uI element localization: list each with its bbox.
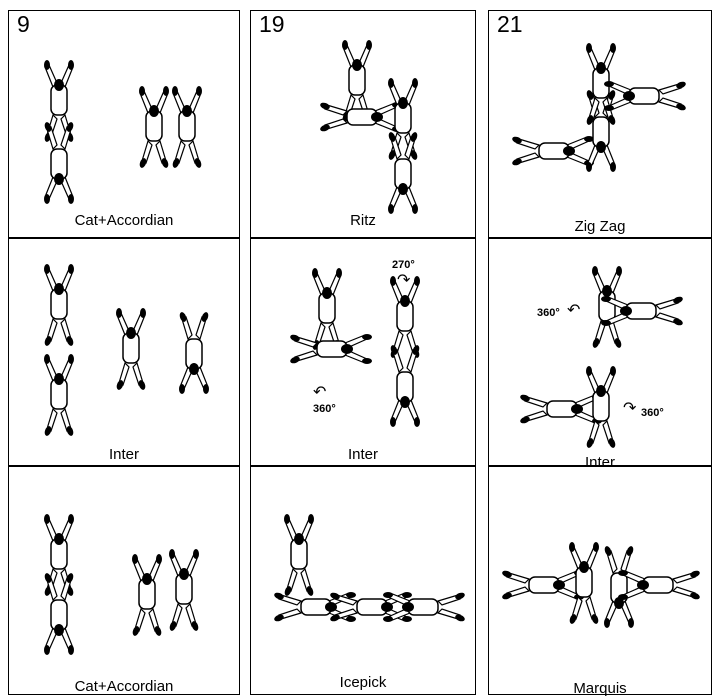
skydiver-icon <box>130 553 164 638</box>
formation-diagram <box>510 42 688 173</box>
rotation-arrow-icon: ↶ <box>567 302 581 319</box>
skydiver-icon <box>617 568 702 602</box>
formation-number: 9 <box>17 11 30 37</box>
formation-caption: Zig Zag <box>574 218 626 235</box>
formation-caption: Cat+Accordian <box>74 678 174 695</box>
skydiver-icon <box>500 568 585 602</box>
skydiver-icon <box>386 77 420 162</box>
skydiver-icon <box>590 265 624 350</box>
skydiver-icon <box>567 541 601 626</box>
formation-diagram <box>42 513 201 656</box>
formation-diagram <box>500 541 702 629</box>
skydiver-icon <box>42 263 76 348</box>
formation-cell: 360° ↶ 360° ↷ Inter <box>488 238 712 470</box>
formation-caption: Icepick <box>339 674 387 691</box>
skydiver-icon <box>167 548 201 633</box>
formation-cell: Marquis <box>488 466 712 697</box>
formation-cell: Cat+Accordian <box>8 466 240 695</box>
skydiver-icon <box>42 120 76 205</box>
skydiver-icon <box>602 544 636 629</box>
formation-caption: Inter <box>108 446 139 463</box>
rotation-label: 360° <box>537 307 560 319</box>
skydiver-icon <box>328 590 413 624</box>
skydiver-icon <box>177 310 211 395</box>
rotation-arrow-icon: ↶ <box>313 384 327 401</box>
formation-diagram <box>318 39 420 215</box>
skydiver-icon <box>288 332 373 366</box>
formation-cell: 19 Ritz <box>250 10 476 238</box>
skydiver-icon <box>272 590 357 624</box>
formation-cell: Icepick <box>250 466 476 695</box>
formation-diagram <box>272 513 467 624</box>
rotation-arrow-icon: ↷ <box>623 400 637 417</box>
formation-number: 19 <box>259 11 285 37</box>
skydiver-icon <box>584 88 618 173</box>
formation-diagram <box>518 265 685 450</box>
skydiver-icon <box>382 590 467 624</box>
skydiver-icon <box>310 267 344 352</box>
skydiver-icon <box>510 134 595 168</box>
formation-cell: 9 Cat+Accordian <box>8 10 240 238</box>
skydiver-icon <box>318 100 403 134</box>
column-21: 21 Zig Zag 360° ↶ 360° ↷ Inter Marquis <box>488 10 712 697</box>
rotation-label: 360° <box>641 407 664 419</box>
formation-cell: 21 Zig Zag <box>488 10 712 238</box>
column-19: 19 Ritz 270° ↷ 360° ↶ Inter Icepick <box>250 10 476 695</box>
skydiver-icon <box>603 79 688 113</box>
skydiver-icon <box>170 85 204 170</box>
formation-diagram <box>288 267 422 428</box>
formation-caption: Marquis <box>573 680 627 697</box>
skydiver-icon <box>42 571 76 656</box>
rotation-label: 270° <box>392 259 415 271</box>
column-9: 9 Cat+Accordian Inter Cat+Accordian <box>8 10 240 695</box>
formation-number: 21 <box>497 11 523 37</box>
formation-cell: Inter <box>8 238 240 466</box>
formation-caption: Inter <box>347 446 378 463</box>
rotation-label: 360° <box>313 403 336 415</box>
skydiver-icon <box>282 513 316 598</box>
rotation-arrow-icon: ↷ <box>397 272 411 289</box>
skydiver-icon <box>386 130 420 215</box>
formation-caption: Ritz <box>350 212 376 229</box>
skydiver-icon <box>584 365 618 450</box>
skydiver-icon <box>114 307 148 392</box>
skydiver-icon <box>137 85 171 170</box>
skydiver-icon <box>42 353 76 438</box>
skydiver-icon <box>518 392 603 426</box>
formation-diagram <box>42 263 211 438</box>
formation-diagram <box>42 59 204 205</box>
formation-cell: 270° ↷ 360° ↶ Inter <box>250 238 476 466</box>
formation-caption: Cat+Accordian <box>74 212 174 229</box>
skydiver-icon <box>388 343 422 428</box>
